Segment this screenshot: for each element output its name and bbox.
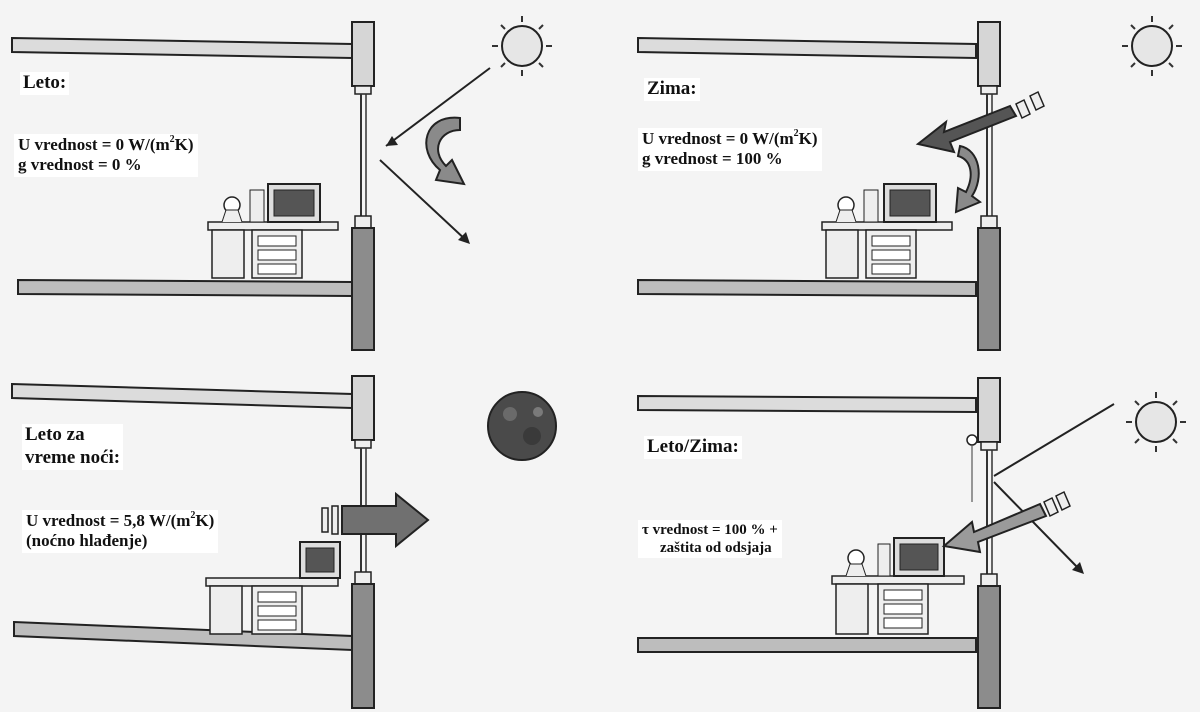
ceiling-slab [11, 382, 353, 410]
panel-leto: Leto: U vrednost = 0 W/(m2K) g vrednost … [0, 0, 600, 356]
u-value-text: U vrednost = 5,8 W/(m [26, 511, 191, 530]
sunbeam-arrow-icon [915, 90, 1045, 154]
glare-protection-text: zaštita od odsjaja [660, 540, 772, 556]
panel-zima-values: U vrednost = 0 W/(m2K) g vrednost = 100 … [638, 128, 822, 171]
u-value-text: U vrednost = 0 W/(m [642, 129, 794, 148]
g-value-text: g vrednost = 0 % [18, 155, 142, 175]
unit-exponent: 2 [793, 128, 799, 139]
panel-leto-title: Leto: [20, 72, 70, 95]
floor-slab [17, 278, 353, 298]
ceiling-slab [637, 394, 977, 414]
upper-wall [977, 377, 1001, 443]
ceiling-slab [637, 36, 977, 60]
desk-computer-icon [207, 183, 339, 279]
panel-zima-drawing [637, 16, 1182, 351]
lower-wall [977, 585, 1001, 709]
panel-leto-noc-values: U vrednost = 5,8 W/(m2K) (noćno hlađenje… [22, 510, 219, 553]
desk-computer-icon [831, 537, 965, 635]
heat-out-arrow-icon [321, 491, 430, 549]
unit-exponent: 2 [169, 134, 175, 145]
panel-leto-noc: Leto za vreme noći: U vrednost = 5,8 W/(… [0, 356, 600, 712]
ceiling-slab [11, 36, 353, 60]
cooling-note-text: (noćno hlađenje) [26, 531, 148, 551]
panel-leto-zima-title: Leto/Zima: [644, 436, 742, 459]
panel-leto-zima-values: τ vrednost = 100 % + zaštita od odsjaja [638, 520, 782, 558]
sun-icon [1122, 16, 1182, 76]
title-line-1: Leto za [25, 424, 85, 445]
upper-wall [977, 21, 1001, 87]
u-value-text: U vrednost = 0 W/(m [18, 135, 170, 154]
moon-icon [487, 391, 557, 461]
light-arrow-icon [941, 490, 1071, 554]
lower-wall [977, 227, 1001, 351]
panel-leto-drawing [11, 16, 552, 351]
panel-zima-title: Zima: [644, 78, 700, 101]
panel-leto-noc-drawing [11, 375, 557, 709]
g-value-text: g vrednost = 100 % [642, 149, 783, 169]
unit-exponent: 2 [190, 510, 196, 521]
desk-computer-icon [205, 541, 341, 635]
sun-icon [1126, 392, 1186, 452]
blind-pulley [966, 434, 978, 446]
u-unit-tail: K) [195, 511, 215, 530]
lower-wall [351, 583, 375, 709]
u-unit-tail: K) [798, 129, 818, 148]
panel-leto-values: U vrednost = 0 W/(m2K) g vrednost = 0 % [14, 134, 198, 177]
sun-icon [492, 16, 552, 76]
panel-zima: Zima: U vrednost = 0 W/(m2K) g vrednost … [600, 0, 1200, 356]
upper-wall [351, 21, 375, 87]
lower-wall [351, 227, 375, 351]
upper-wall [351, 375, 375, 441]
panel-leto-zima: Leto/Zima: τ vrednost = 100 % + zaštita … [600, 356, 1200, 712]
reflect-arrow-icon [954, 144, 982, 214]
u-unit-tail: K) [174, 135, 194, 154]
panel-leto-zima-drawing [637, 377, 1186, 709]
desk-computer-icon [821, 183, 953, 279]
title-line-2: vreme noći: [25, 446, 121, 468]
panel-leto-noc-title: Leto za vreme noći: [22, 424, 124, 470]
floor-slab [637, 278, 977, 298]
floor-slab [637, 637, 977, 653]
reflect-arrow-icon [425, 116, 466, 186]
tau-value-text: τ vrednost = 100 % + [642, 522, 778, 538]
